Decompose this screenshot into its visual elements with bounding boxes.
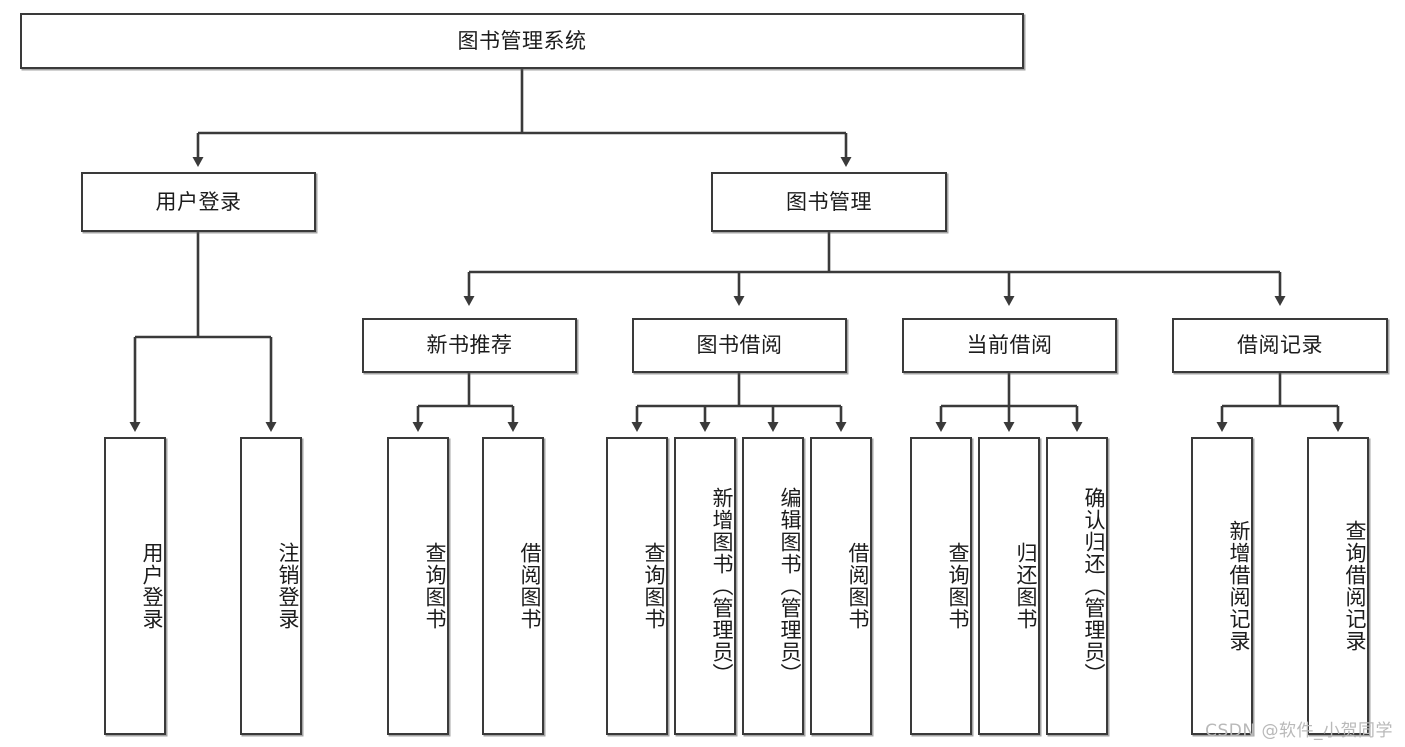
node-label: 图书管理 xyxy=(786,189,872,214)
node-label: 借阅记录 xyxy=(1237,333,1323,358)
node-label: 当前借阅 xyxy=(966,333,1053,358)
node-leaf-add-book-admin[interactable]: 新增图书（管理员） xyxy=(674,437,736,735)
node-label: 用户登录 xyxy=(140,542,164,630)
node-label: 归还图书 xyxy=(1014,542,1038,630)
node-user-login[interactable]: 用户登录 xyxy=(81,172,316,232)
node-label: 查询图书 xyxy=(642,542,666,630)
node-label: 图书管理系统 xyxy=(457,28,587,53)
node-label: 新增借阅记录 xyxy=(1227,520,1251,652)
node-leaf-query-book-recommend[interactable]: 查询图书 xyxy=(387,437,449,735)
node-label: 新增图书（管理员） xyxy=(710,487,734,685)
node-leaf-user-login[interactable]: 用户登录 xyxy=(104,437,166,735)
node-label: 用户登录 xyxy=(155,189,242,214)
node-leaf-borrow-book[interactable]: 借阅图书 xyxy=(810,437,872,735)
node-root-system[interactable]: 图书管理系统 xyxy=(20,13,1024,69)
node-label: 注销登录 xyxy=(276,542,300,630)
node-leaf-query-borrow-record[interactable]: 查询借阅记录 xyxy=(1307,437,1369,735)
node-leaf-query-book-borrow[interactable]: 查询图书 xyxy=(606,437,668,735)
node-current-borrow[interactable]: 当前借阅 xyxy=(902,318,1117,373)
node-label: 查询借阅记录 xyxy=(1343,520,1367,652)
node-label: 查询图书 xyxy=(423,542,447,630)
node-label: 借阅图书 xyxy=(846,542,870,630)
node-leaf-query-book-current[interactable]: 查询图书 xyxy=(910,437,972,735)
node-new-book-recommend[interactable]: 新书推荐 xyxy=(362,318,577,373)
node-leaf-return-book[interactable]: 归还图书 xyxy=(978,437,1040,735)
node-label: 编辑图书（管理员） xyxy=(778,487,802,685)
watermark-text: CSDN @软件_小贺同学 xyxy=(1205,721,1393,741)
node-leaf-edit-book-admin[interactable]: 编辑图书（管理员） xyxy=(742,437,804,735)
node-label: 查询图书 xyxy=(946,542,970,630)
node-label: 新书推荐 xyxy=(426,333,513,358)
node-label: 图书借阅 xyxy=(696,333,783,358)
node-leaf-borrow-book-recommend[interactable]: 借阅图书 xyxy=(482,437,544,735)
node-label: 借阅图书 xyxy=(518,542,542,630)
node-label: 确认归还（管理员） xyxy=(1082,487,1106,685)
node-leaf-confirm-return-admin[interactable]: 确认归还（管理员） xyxy=(1046,437,1108,735)
node-book-borrow[interactable]: 图书借阅 xyxy=(632,318,847,373)
node-book-management[interactable]: 图书管理 xyxy=(711,172,947,232)
node-borrow-record[interactable]: 借阅记录 xyxy=(1172,318,1388,373)
node-leaf-add-borrow-record[interactable]: 新增借阅记录 xyxy=(1191,437,1253,735)
node-leaf-logout[interactable]: 注销登录 xyxy=(240,437,302,735)
